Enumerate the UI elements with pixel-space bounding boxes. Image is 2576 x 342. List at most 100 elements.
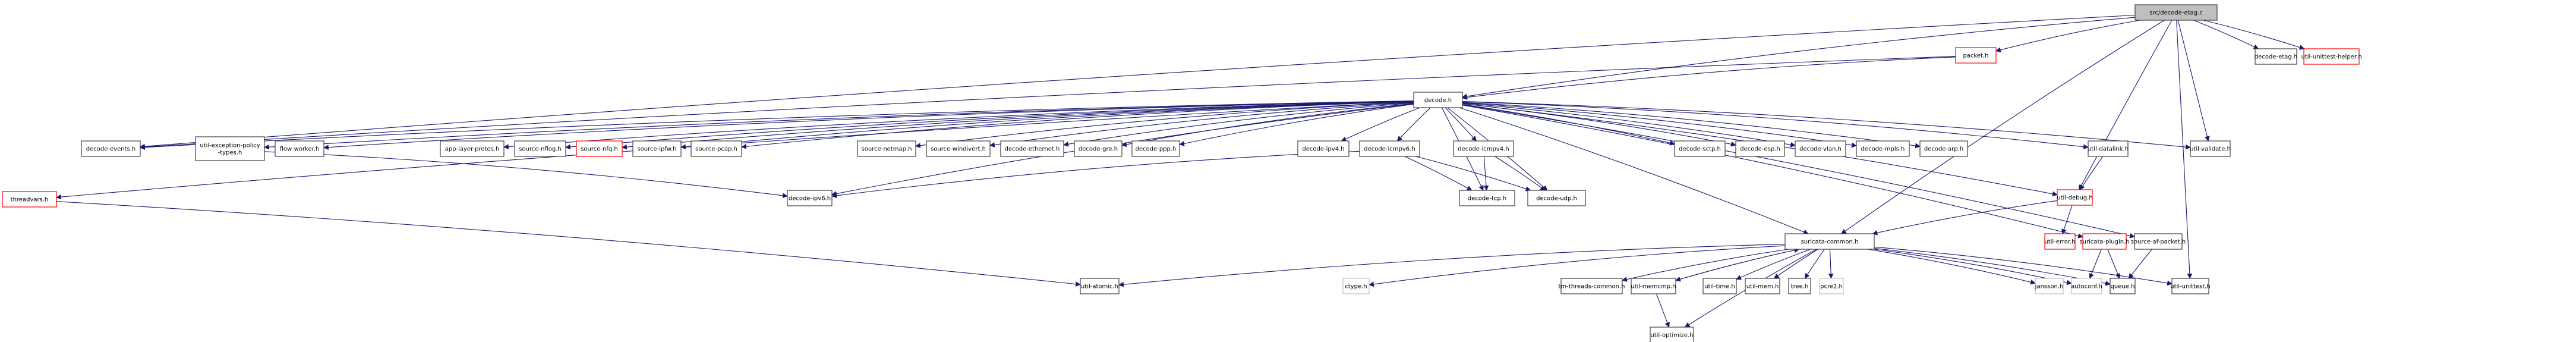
node-decode-tcp[interactable]: decode-tcp.h [1459, 190, 1515, 206]
node-box-decode-udp [1527, 190, 1586, 206]
node-ctype: ctype.h [1342, 278, 1370, 294]
node-decode-ipv4[interactable]: decode-ipv4.h [1297, 140, 1350, 157]
edge-root-to-util-debug [2079, 20, 2173, 190]
node-source-nflog[interactable]: source-nflog.h [514, 140, 566, 157]
node-box-util-validate [2190, 140, 2231, 157]
edge-decode-icmpv4-to-decode-tcp [1483, 156, 1489, 191]
node-util-error[interactable]: util-error.h [2044, 233, 2076, 250]
node-label-util-unittest-helper: util-unittest-helper.h [2301, 54, 2361, 61]
node-label-decode-ipv6: decode-ipv6.h [789, 196, 831, 202]
edge-source-af-packet-to-queue [2128, 249, 2153, 279]
node-decode-gre[interactable]: decode-gre.h [1074, 140, 1123, 157]
edge-suricata-common-to-util-memcmp [1675, 249, 1799, 282]
node-util-memcmp[interactable]: util-memcmp.h [1631, 278, 1676, 294]
edge-decode-to-decode-arp [1462, 102, 1921, 149]
node-box-decode-esp [1735, 140, 1785, 157]
node-decode[interactable]: decode.h [1413, 92, 1463, 108]
node-decode-vlan[interactable]: decode-vlan.h [1795, 140, 1846, 157]
node-label-tree: tree.h [1791, 284, 1809, 290]
node-decode-ppp[interactable]: decode-ppp.h [1131, 140, 1180, 157]
node-box-decode-ethernet [1000, 140, 1064, 157]
node-source-windivert[interactable]: source-windivert.h [926, 140, 991, 157]
node-decode-arp[interactable]: decode-arp.h [1919, 140, 1968, 157]
node-box-decode-gre [1074, 140, 1123, 157]
node-label-util-optimize: util-optimize.h [1650, 332, 1693, 339]
node-box-decode-ipv6 [787, 190, 833, 206]
edge-suricata-plugin-to-queue [2107, 249, 2120, 279]
node-util-atomic[interactable]: util-atomic.h [1080, 278, 1120, 294]
node-tm-threads-common[interactable]: tm-threads-common.h [1559, 278, 1625, 294]
edge-root-to-util-validate [2177, 20, 2210, 142]
node-source-ipfw[interactable]: source-ipfw.h [632, 140, 682, 157]
node-decode-events[interactable]: decode-events.h [81, 140, 141, 157]
edge-root-to-packet [1995, 20, 2140, 53]
node-label-source-af-packet: source-af-packet.h [2131, 239, 2186, 246]
node-threadvars[interactable]: threadvars.h [2, 191, 57, 208]
node-box-source-nfq [576, 140, 623, 157]
node-box-util-unittest-helper [2303, 48, 2360, 65]
node-suricata-plugin[interactable]: suricata-plugin.h [2079, 233, 2130, 250]
edge-decode-to-source-nflog [565, 101, 1414, 150]
node-flow-worker[interactable]: flow-worker.h [275, 140, 324, 157]
edges-layer [56, 14, 2305, 328]
edge-decode-to-flow-worker [323, 101, 1414, 150]
node-box-decode-ipv4 [1297, 140, 1350, 157]
node-label-util-exception-policy-types: -types.h [218, 150, 242, 156]
edge-decode-to-decode-ppp [1179, 103, 1414, 146]
node-box-packet [1955, 47, 1997, 64]
node-label-decode-ppp: decode-ppp.h [1136, 146, 1177, 153]
node-box-source-af-packet [2134, 233, 2183, 250]
node-decode-icmpv6[interactable]: decode-icmpv6.h [1359, 140, 1420, 157]
edge-decode-icmpv6-to-decode-tcp [1404, 156, 1473, 191]
node-label-decode: decode.h [1424, 98, 1452, 104]
node-decode-mpls[interactable]: decode-mpls.h [1856, 140, 1910, 157]
node-util-datalink[interactable]: util-datalink.h [2088, 140, 2129, 157]
node-box-ctype [1342, 278, 1370, 294]
node-source-af-packet[interactable]: source-af-packet.h [2131, 233, 2186, 250]
node-decode-ethernet[interactable]: decode-ethernet.h [1000, 140, 1064, 157]
node-tree[interactable]: tree.h [1788, 278, 1811, 294]
node-util-optimize[interactable]: util-optimize.h [1650, 327, 1694, 342]
node-packet[interactable]: packet.h [1955, 47, 1997, 64]
node-pcre2: pcre2.h [1819, 278, 1844, 294]
node-label-decode-vlan: decode-vlan.h [1799, 146, 1842, 153]
node-box-queue [2110, 278, 2136, 294]
node-box-tree [1788, 278, 1811, 294]
node-util-time[interactable]: util-time.h [1702, 278, 1737, 294]
node-box-util-error [2044, 233, 2076, 250]
node-label-threadvars: threadvars.h [11, 197, 49, 203]
edge-decode-to-source-nfq [622, 101, 1414, 150]
node-decode-icmpv4[interactable]: decode-icmpv4.h [1453, 140, 1514, 157]
node-box-source-nflog [514, 140, 566, 157]
node-util-validate[interactable]: util-validate.h [2190, 140, 2231, 157]
node-app-layer-protos[interactable]: app-layer-protos.h [440, 140, 505, 157]
node-source-nfq[interactable]: source-nfq.h [576, 140, 623, 157]
edge-decode-to-suricata-common [1459, 107, 1809, 235]
edge-util-debug-to-suricata-common [1872, 200, 2058, 236]
node-decode-etag[interactable]: decode-etag.h [2255, 48, 2297, 65]
node-decode-esp[interactable]: decode-esp.h [1735, 140, 1785, 157]
node-decode-ipv6[interactable]: decode-ipv6.h [787, 190, 833, 206]
node-util-debug[interactable]: util-debug.h [2057, 189, 2093, 206]
node-box-util-unittest [2171, 278, 2209, 294]
node-util-unittest-helper[interactable]: util-unittest-helper.h [2301, 48, 2362, 65]
node-root[interactable]: src/decode-etag.c [2134, 4, 2218, 21]
node-jansson: jansson.h [2035, 278, 2064, 294]
edge-root-to-decode-etag [2193, 20, 2259, 49]
node-box-util-time [1702, 278, 1737, 294]
node-queue[interactable]: queue.h [2110, 278, 2136, 294]
node-source-netmap[interactable]: source-netmap.h [857, 140, 916, 157]
node-label-source-netmap: source-netmap.h [862, 146, 912, 153]
edge-util-memcmp-to-suricata-common [1675, 247, 1800, 281]
node-decode-udp[interactable]: decode-udp.h [1527, 190, 1586, 206]
node-util-exception-policy-types[interactable]: util-exception-policy-types.h [195, 136, 265, 161]
node-label-decode-events: decode-events.h [86, 146, 135, 153]
node-label-util-time: util-time.h [1704, 284, 1735, 290]
node-label-decode-icmpv6: decode-icmpv6.h [1364, 146, 1415, 153]
node-suricata-common[interactable]: suricata-common.h [1784, 233, 1875, 250]
node-util-mem[interactable]: util-mem.h [1745, 278, 1780, 294]
node-decode-sctp[interactable]: decode-sctp.h [1674, 140, 1726, 157]
node-source-pcap[interactable]: source-pcap.h [690, 140, 742, 157]
edge-util-memcmp-to-util-optimize [1656, 293, 1670, 328]
node-util-unittest[interactable]: util-unittest.h [2170, 278, 2211, 294]
